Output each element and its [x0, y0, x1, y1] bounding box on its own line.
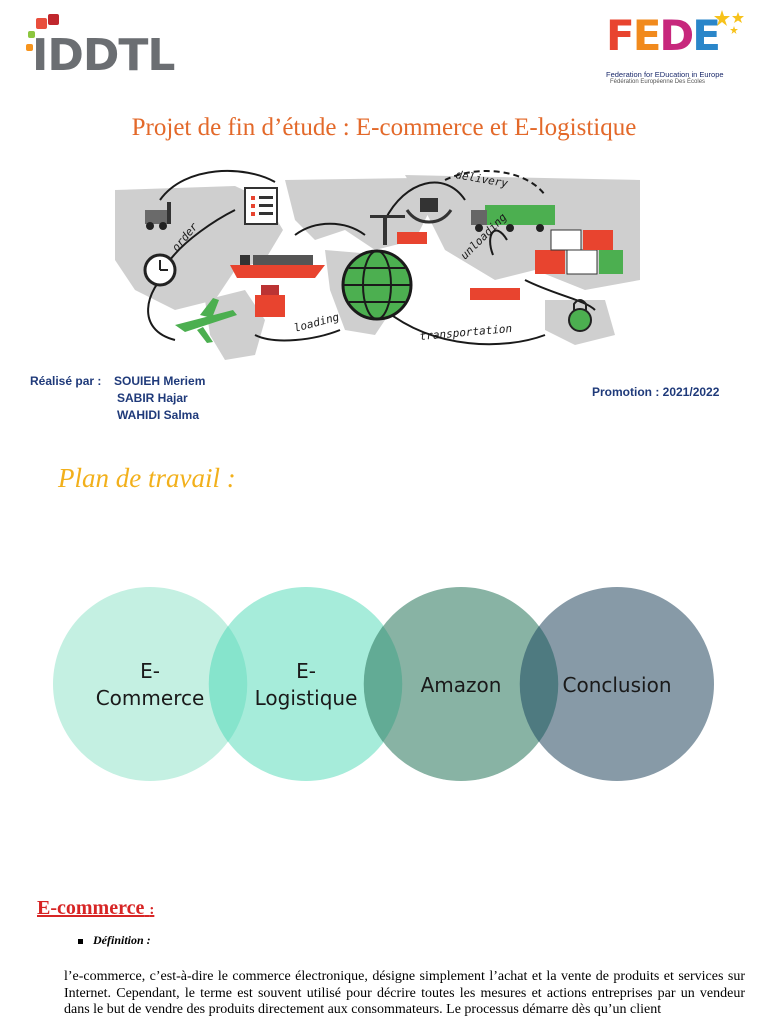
definition-bullet: Définition : — [78, 933, 151, 948]
containers-icon — [535, 229, 623, 275]
overlap-1 — [208, 626, 248, 742]
forklift-icon — [145, 202, 171, 230]
pallet-icon — [470, 288, 520, 300]
section-heading-colon: : — [149, 902, 155, 918]
boxes-icon — [255, 285, 285, 317]
fede-subtitle-small: Fédération Européenne Des Écoles — [610, 79, 706, 85]
overlap-3 — [519, 626, 559, 742]
logo-square-green — [28, 31, 35, 38]
circle-label: Commerce — [96, 686, 205, 710]
fede-subtitle: Federation for EDucation in Europe — [606, 70, 724, 79]
clipboard-icon — [244, 187, 278, 225]
iddtl-logo: IDDTL — [26, 14, 175, 78]
airplane-icon — [175, 298, 237, 343]
lock-icon — [568, 299, 592, 332]
page-title: Projet de fin d’étude : E-commerce et E-… — [131, 114, 637, 141]
circle-label: E- — [296, 659, 316, 683]
circle-label: E- — [140, 659, 160, 683]
fede-logo: FEDE Federation for EDucation in Europe … — [600, 8, 750, 88]
crane-icon — [370, 215, 427, 245]
definition-label: Définition : — [93, 933, 151, 947]
authors-names: SOUIEH Meriem SABIR Hajar WAHIDI Salma — [114, 373, 274, 424]
label-loading: loading — [292, 310, 341, 335]
circle-amazon — [364, 587, 558, 781]
logo-square-orange — [26, 44, 33, 51]
globe-icon — [341, 249, 413, 321]
authors-label: Réalisé par : — [30, 374, 102, 388]
author-name: SABIR Hajar — [117, 391, 188, 405]
stopwatch-icon — [143, 253, 177, 287]
author-name: WAHIDI Salma — [117, 408, 200, 422]
plan-title: Plan de travail : — [58, 463, 236, 493]
label-transportation: transportation — [419, 322, 512, 343]
circle-label: Amazon — [421, 673, 502, 697]
circle-elogistique — [209, 587, 403, 781]
cargo-ship-icon — [230, 255, 325, 278]
logo-square-red — [36, 18, 47, 29]
fede-logo-text: FEDE — [606, 11, 721, 60]
author-name: SOUIEH Meriem — [114, 374, 206, 388]
section-heading-text: E-commerce — [37, 897, 145, 919]
plan-diagram: E- Commerce E- Logistique Amazon Conclus… — [53, 587, 714, 781]
section-heading: E-commerce : — [37, 897, 154, 920]
circle-ecommerce — [53, 587, 247, 781]
stars-icon — [714, 10, 744, 34]
bullet-icon — [78, 938, 83, 944]
truck-icon — [471, 205, 555, 232]
delivery-hands-icon — [405, 198, 453, 224]
logistics-illustration: delivery order unloading loading transpo… — [115, 168, 640, 360]
authors-block: Réalisé par : SOUIEH Meriem SABIR Hajar … — [30, 373, 205, 422]
circle-label: Logistique — [255, 686, 358, 710]
body-paragraph: l’e-commerce, c’est-à-dire le commerce é… — [64, 969, 745, 1017]
iddtl-logo-text: IDDTL — [32, 30, 175, 81]
logo-square-darkred — [48, 14, 59, 25]
promotion-label: Promotion : 2021/2022 — [592, 385, 720, 399]
circle-conclusion — [520, 587, 714, 781]
circle-label: Conclusion — [563, 673, 672, 697]
overlap-2 — [363, 626, 403, 742]
